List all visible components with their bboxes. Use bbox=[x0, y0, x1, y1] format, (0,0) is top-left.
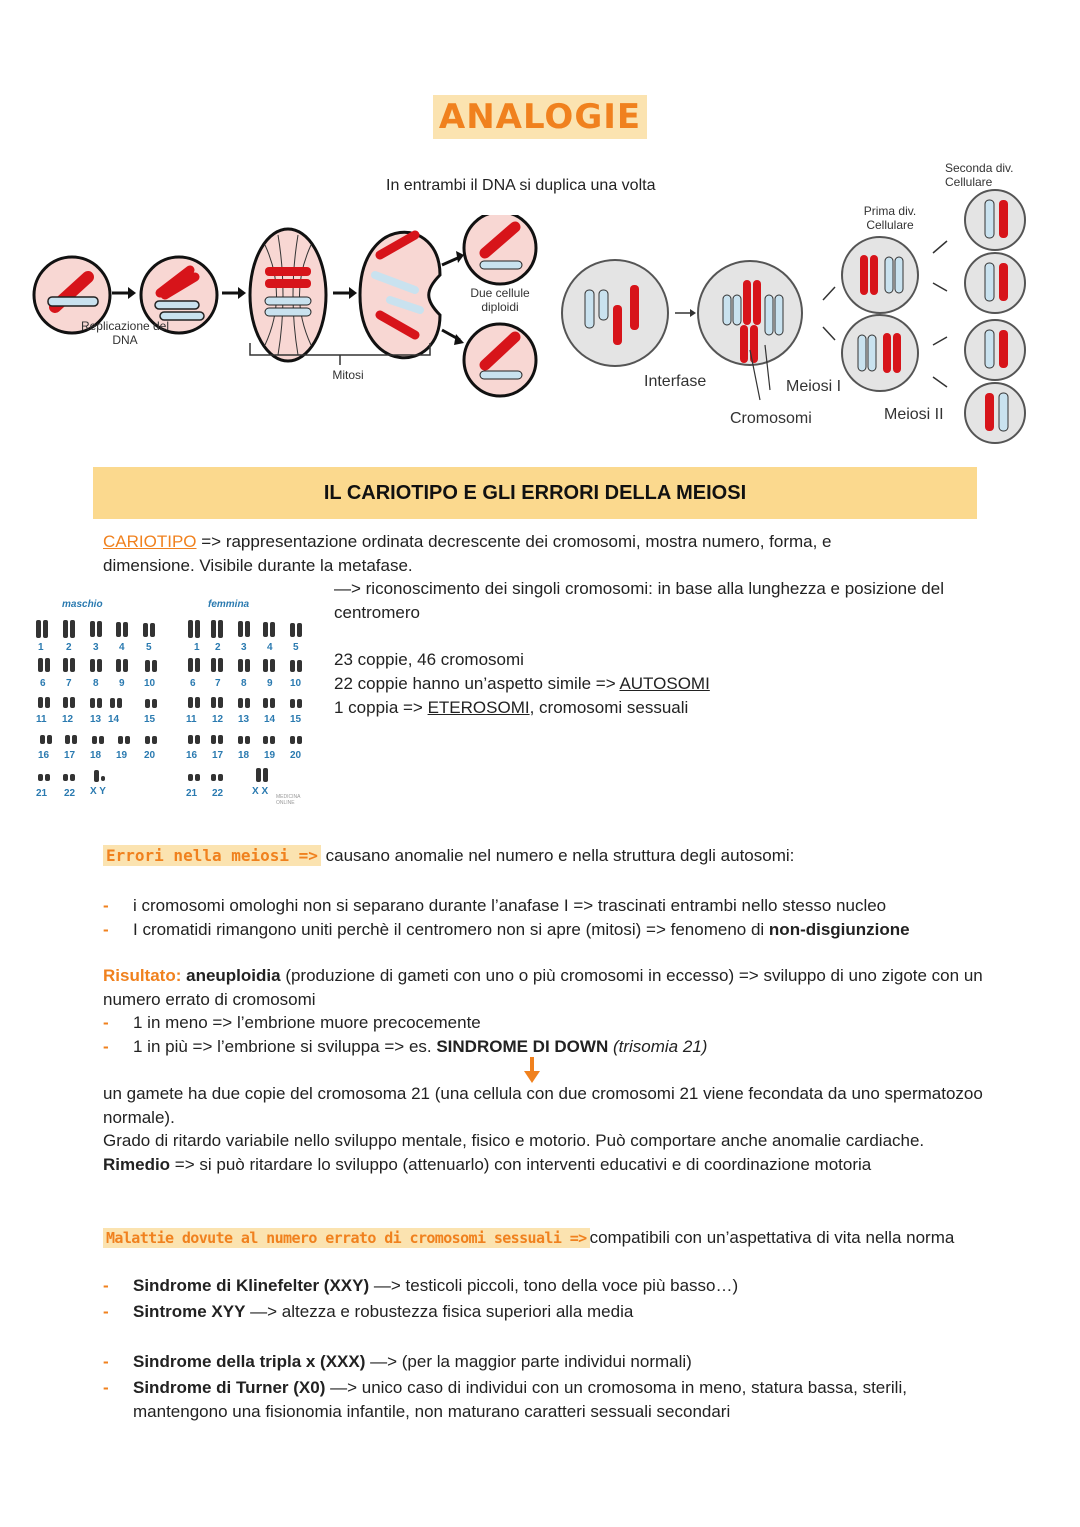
svg-text:22: 22 bbox=[212, 788, 224, 799]
arrow-down-icon bbox=[524, 1057, 540, 1083]
mitosis-diagram bbox=[32, 215, 538, 398]
list-item: -I cromatidi rimangono uniti perchè il c… bbox=[103, 920, 910, 939]
list-item: -i cromosomi omologhi non si separano du… bbox=[103, 896, 887, 915]
svg-text:7: 7 bbox=[215, 678, 221, 689]
svg-text:14: 14 bbox=[108, 714, 120, 725]
replication-label: Replicazione del DNA bbox=[80, 319, 170, 347]
svg-text:18: 18 bbox=[238, 750, 250, 761]
sex-list-a: -Sindrome di Klinefelter (XXY) —> testic… bbox=[103, 1274, 983, 1324]
cromosomi-label: Cromosomi bbox=[730, 410, 812, 427]
svg-text:8: 8 bbox=[93, 678, 99, 689]
svg-text:15: 15 bbox=[144, 714, 156, 725]
list-item: -Sindrome di Klinefelter (XXY) —> testic… bbox=[103, 1276, 739, 1295]
list-item: -1 in più => l’embrione si sviluppa => e… bbox=[103, 1037, 708, 1056]
svg-text:21: 21 bbox=[36, 788, 48, 799]
meiosi1-label: Meiosi I bbox=[786, 378, 842, 395]
svg-text:5: 5 bbox=[146, 642, 152, 653]
diagram-caption: In entrambi il DNA si duplica una volta bbox=[386, 177, 656, 194]
karyotype-pairs: 23 coppie, 46 cromosomi bbox=[334, 650, 524, 669]
karyotype-recognition: —> riconoscimento dei singoli cromosomi:… bbox=[334, 579, 944, 622]
down-paragraph-2: Grado di ritardo variabile nello svilupp… bbox=[103, 1131, 925, 1174]
meiosi2-label: Meiosi II bbox=[884, 406, 944, 423]
svg-text:6: 6 bbox=[40, 678, 46, 689]
svg-text:17: 17 bbox=[212, 750, 224, 761]
list-item: -1 in meno => l’embrione muore precoceme… bbox=[103, 1013, 481, 1032]
svg-text:17: 17 bbox=[64, 750, 76, 761]
svg-text:8: 8 bbox=[241, 678, 247, 689]
svg-text:1: 1 bbox=[38, 642, 44, 653]
svg-text:7: 7 bbox=[66, 678, 72, 689]
karyotype-term: CARIOTIPO bbox=[103, 532, 197, 551]
errors-list: -i cromosomi omologhi non si separano du… bbox=[103, 894, 983, 942]
seconda-div-label: Seconda div. Cellulare bbox=[945, 161, 1014, 189]
errors-heading: Errori nella meiosi => causano anomalie … bbox=[103, 844, 983, 868]
page-title: ANALOGIE bbox=[0, 95, 1080, 139]
svg-text:2: 2 bbox=[66, 642, 72, 653]
svg-text:12: 12 bbox=[62, 714, 74, 725]
result-list: -1 in meno => l’embrione muore precoceme… bbox=[103, 1011, 983, 1059]
svg-text:4: 4 bbox=[267, 642, 273, 653]
karyotype-image: maschio femmina bbox=[28, 596, 318, 806]
mitosis-label: Mitosi bbox=[332, 368, 364, 382]
svg-text:6: 6 bbox=[190, 678, 196, 689]
karyotype-autosomi: 22 coppie hanno un’aspetto simile => AUT… bbox=[334, 674, 710, 693]
svg-text:9: 9 bbox=[119, 678, 125, 689]
svg-text:20: 20 bbox=[290, 750, 302, 761]
svg-text:13: 13 bbox=[90, 714, 102, 725]
svg-text:15: 15 bbox=[290, 714, 302, 725]
svg-text:19: 19 bbox=[264, 750, 276, 761]
svg-text:14: 14 bbox=[264, 714, 276, 725]
svg-text:1: 1 bbox=[194, 642, 200, 653]
svg-text:3: 3 bbox=[93, 642, 99, 653]
svg-text:16: 16 bbox=[186, 750, 198, 761]
svg-text:12: 12 bbox=[212, 714, 224, 725]
list-item: -Sintrome XYY —> altezza e robustezza fi… bbox=[103, 1302, 634, 1321]
svg-text:22: 22 bbox=[64, 788, 76, 799]
svg-text:18: 18 bbox=[90, 750, 102, 761]
svg-text:3: 3 bbox=[241, 642, 247, 653]
sex-heading: Malattie dovute al numero errato di crom… bbox=[103, 1226, 1003, 1250]
section-banner: IL CARIOTIPO E GLI ERRORI DELLA MEIOSI bbox=[93, 467, 977, 519]
svg-text:20: 20 bbox=[144, 750, 156, 761]
list-item: -Sindrome della tripla x (XXX) —> (per l… bbox=[103, 1352, 692, 1371]
svg-text:16: 16 bbox=[38, 750, 50, 761]
svg-text:2: 2 bbox=[215, 642, 221, 653]
svg-text:9: 9 bbox=[267, 678, 273, 689]
svg-text:13: 13 bbox=[238, 714, 250, 725]
meiosis-diagram bbox=[561, 189, 1026, 444]
karyotype-eterosomi: 1 coppia => ETEROSOMI, cromosomi sessual… bbox=[334, 698, 689, 717]
svg-text:21: 21 bbox=[186, 788, 198, 799]
svg-text:11: 11 bbox=[186, 714, 197, 725]
prima-div-label: Prima div. Cellulare bbox=[863, 204, 917, 232]
karyotype-definition: CARIOTIPO => rappresentazione ordinata d… bbox=[103, 532, 832, 575]
svg-text:11: 11 bbox=[36, 714, 47, 725]
daughter-cells-label: Due cellule diploidi bbox=[470, 286, 530, 314]
down-paragraph-1: un gamete ha due copie del cromosoma 21 … bbox=[103, 1084, 983, 1127]
sex-list-b: -Sindrome della tripla x (XXX) —> (per l… bbox=[103, 1350, 983, 1424]
svg-text:10: 10 bbox=[144, 678, 156, 689]
svg-text:19: 19 bbox=[116, 750, 128, 761]
result-paragraph: Risultato: aneuploidia (produzione di ga… bbox=[103, 966, 983, 1009]
list-item: -Sindrome di Turner (X0) —> unico caso d… bbox=[103, 1378, 907, 1421]
svg-text:5: 5 bbox=[293, 642, 299, 653]
svg-text:10: 10 bbox=[290, 678, 302, 689]
interfase-label: Interfase bbox=[644, 373, 707, 390]
svg-text:4: 4 bbox=[119, 642, 125, 653]
